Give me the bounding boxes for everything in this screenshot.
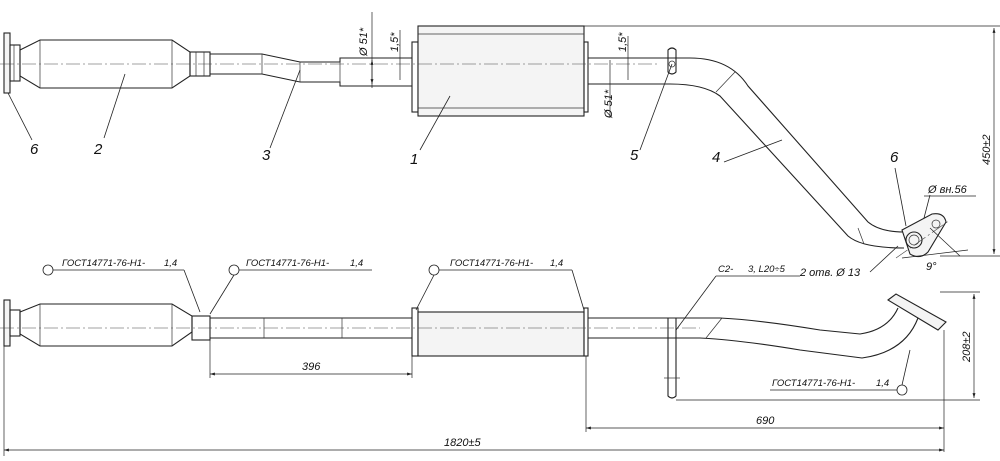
front-view: ГОСТ14771-76-Н1- 1,4 ГОСТ14771-76-Н1- 1,…	[0, 258, 980, 456]
bracket-5-top	[667, 47, 677, 75]
weld-4-leg: 1,4	[876, 378, 889, 389]
weld-3-leg: 1,4	[550, 258, 563, 269]
dim-208: 208±2	[961, 331, 973, 363]
weld-4-text: ГОСТ14771-76-Н1-	[772, 378, 855, 389]
weld-5-leg: 3, L20÷5	[748, 264, 786, 275]
label-part-4: 4	[712, 149, 720, 166]
right-flange-top	[901, 213, 947, 258]
label-part-6-right: 6	[890, 149, 899, 166]
dim-holes: 2 отв. Ø 13	[799, 267, 861, 279]
dim-690: 690	[756, 415, 775, 427]
label-part-5: 5	[630, 147, 639, 164]
dim-wall-right: 1,5*	[617, 32, 629, 52]
weld-callout-1: ГОСТ14771-76-Н1- 1,4	[42, 258, 201, 313]
label-part-2: 2	[93, 141, 103, 158]
weld-callout-4: ГОСТ14771-76-Н1- 1,4	[770, 349, 911, 396]
weld-1-text: ГОСТ14771-76-Н1-	[62, 258, 145, 269]
dim-pipe-dia-right: Ø 51*	[603, 89, 615, 119]
label-part-6-left: 6	[30, 141, 39, 158]
dim-wall-left: 1,5*	[389, 32, 401, 52]
label-part-3: 3	[262, 147, 271, 164]
weld-2-text: ГОСТ14771-76-Н1-	[246, 258, 329, 269]
pipe-4-top	[588, 57, 905, 249]
weld-2-leg: 1,4	[350, 258, 363, 269]
dim-flange-bore: Ø вн.56	[927, 184, 968, 196]
weld-1-leg: 1,4	[164, 258, 177, 269]
weld-callout-5: C2- 3, L20÷5	[675, 264, 800, 331]
dim-pipe-dia-left: Ø 51*	[358, 27, 370, 57]
dim-total-length: 1820±5	[444, 437, 482, 449]
weld-callout-3: ГОСТ14771-76-Н1- 1,4	[415, 258, 585, 311]
dim-396: 396	[302, 361, 321, 373]
pipe-3-top	[210, 53, 412, 87]
label-part-1: 1	[410, 151, 418, 168]
left-flange-top	[3, 32, 21, 94]
muffler-top	[411, 25, 589, 117]
weld-5-text: C2-	[718, 264, 733, 275]
dim-450: 450±2	[981, 134, 993, 165]
weld-3-text: ГОСТ14771-76-Н1-	[450, 258, 533, 269]
weld-callout-2: ГОСТ14771-76-Н1- 1,4	[209, 258, 372, 315]
top-view: 450±2 Ø 51* 1,5* 1,5* Ø 51* Ø вн.56 2 от…	[0, 12, 1000, 279]
dim-angle: 9°	[926, 261, 937, 273]
